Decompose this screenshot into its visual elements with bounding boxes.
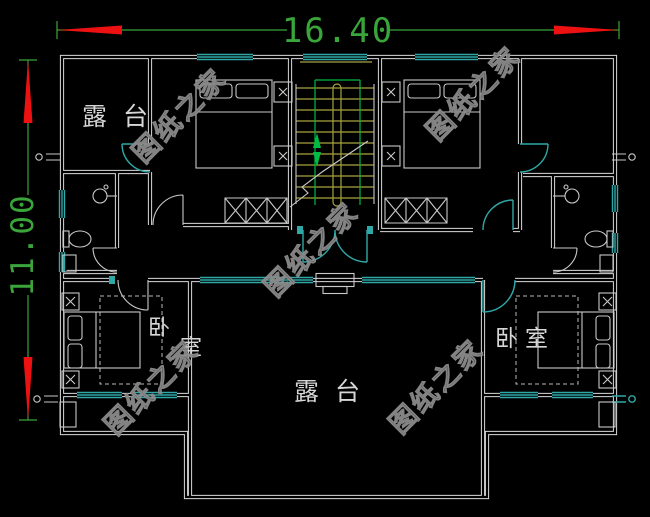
drain-lines	[46, 153, 60, 161]
pillow	[67, 343, 83, 369]
dimension-arrow-down-icon	[23, 357, 33, 420]
drain-dot	[103, 184, 109, 190]
door-jamb	[109, 276, 115, 284]
drain-icon	[628, 153, 636, 161]
terrace-door-step	[322, 285, 348, 295]
bed-bottom-left	[61, 292, 163, 389]
dimension-left: 11.00	[5, 59, 41, 421]
stair-stringers	[295, 84, 375, 204]
nightstand	[598, 370, 617, 389]
lamp-icon	[386, 87, 396, 161]
nightstand	[598, 292, 617, 311]
drain-lines	[44, 395, 58, 403]
rug-outline	[99, 295, 163, 385]
dimension-left-value: 11.00	[5, 193, 41, 296]
lamp-icon	[65, 296, 76, 385]
toilet-icon	[68, 230, 92, 248]
bathroom-left-fixtures	[62, 184, 117, 273]
corner-pier	[598, 401, 616, 428]
stair-break-line	[289, 140, 369, 208]
windows	[58, 53, 619, 399]
pillow	[595, 315, 611, 341]
bed-frame	[63, 311, 141, 369]
bed-frame	[195, 79, 273, 169]
nightstand	[273, 81, 293, 103]
washbasin-icon	[92, 188, 108, 204]
pillow	[67, 315, 83, 341]
drain-dot	[563, 184, 569, 190]
room-labels: 露台 露台 卧 室 卧室	[82, 102, 555, 406]
door-jamb	[297, 226, 303, 234]
drain-icon-teal	[628, 395, 636, 403]
pillow	[235, 83, 269, 99]
door-arcs-white	[92, 194, 578, 311]
watermark-text: 图纸之家	[383, 333, 490, 440]
bed-frame	[537, 311, 615, 369]
drain-icon	[33, 395, 41, 403]
bed-bottom-right	[515, 292, 617, 389]
bedroom-bottom-left-label-2: 室	[180, 336, 202, 361]
staircase	[289, 61, 375, 208]
pillow	[407, 83, 441, 99]
bed-top-left	[195, 79, 293, 169]
terrace-top-left-label: 露台	[82, 102, 164, 131]
lamp-icon	[602, 296, 613, 385]
bed-frame	[403, 79, 481, 169]
shower-box	[599, 254, 614, 273]
toilet-icon	[584, 230, 608, 248]
corner-pier	[59, 401, 77, 428]
doors	[92, 143, 578, 313]
wardrobe-right	[384, 197, 448, 224]
drain-lines	[612, 153, 626, 161]
door-arcs-teal	[121, 143, 549, 313]
stair-treads	[296, 61, 374, 199]
shower-box	[62, 254, 77, 273]
nightstand	[61, 292, 80, 311]
drain-icon	[35, 153, 43, 161]
nightstand	[273, 145, 293, 167]
dimension-top: 16.40	[56, 11, 620, 51]
bedroom-bottom-left-label-1: 卧	[148, 316, 170, 341]
nightstand	[381, 145, 401, 167]
bed-top-right	[381, 79, 481, 169]
nightstand	[381, 81, 401, 103]
lamp-icon	[278, 87, 288, 161]
bedroom-bottom-right-label: 卧室	[495, 326, 555, 352]
pillow	[443, 83, 477, 99]
stair-up-arrow-icon	[313, 133, 321, 148]
dimension-arrow-up-icon	[23, 60, 33, 123]
bathroom-right-fixtures	[553, 184, 614, 273]
wardrobe-left	[224, 197, 288, 224]
watermark-text: 图纸之家	[258, 196, 365, 303]
dimension-top-line	[56, 21, 620, 39]
stair-down-arrow-icon	[313, 152, 321, 167]
washbasin-icon	[564, 188, 580, 204]
dimension-arrow-left-icon	[57, 25, 122, 35]
drain-symbols	[33, 153, 636, 428]
pillow	[199, 83, 233, 99]
dimension-top-value: 16.40	[282, 11, 394, 51]
pillow	[595, 343, 611, 369]
nightstand	[61, 370, 80, 389]
rug-outline	[515, 295, 579, 385]
terrace-bottom-label: 露台	[294, 377, 376, 406]
stair-handrail	[332, 83, 342, 207]
terrace-entry	[315, 272, 355, 295]
door-jamb	[367, 226, 373, 234]
dimension-arrow-right-icon	[554, 25, 619, 35]
